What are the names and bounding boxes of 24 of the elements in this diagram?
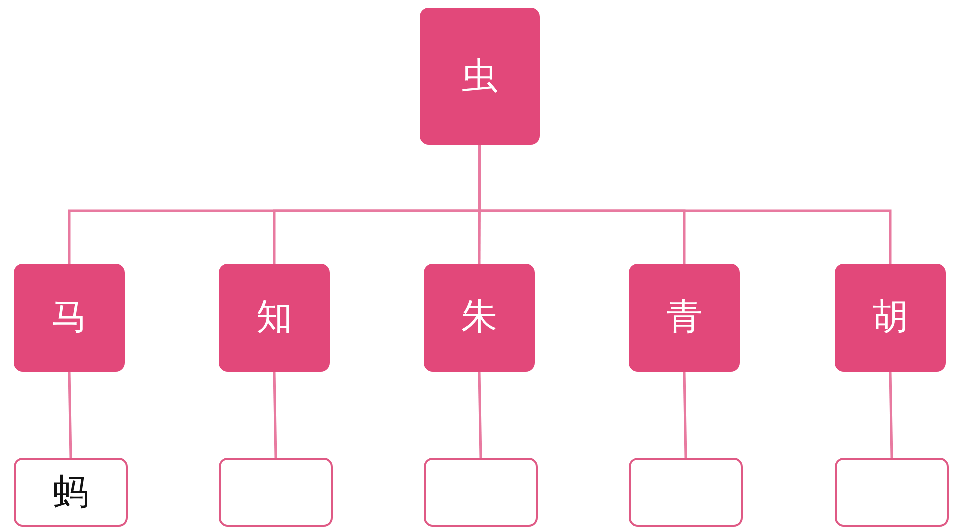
character-box bbox=[420, 8, 540, 145]
answer-box bbox=[835, 458, 949, 527]
connector-line bbox=[478, 145, 482, 264]
character-box bbox=[835, 264, 946, 372]
answer-box bbox=[14, 458, 128, 527]
character-text: 知 bbox=[256, 300, 292, 336]
character-text: 青 bbox=[666, 300, 702, 336]
connector-line bbox=[273, 372, 278, 458]
character-text: 蚂 bbox=[53, 474, 89, 510]
character-text: 胡 bbox=[872, 300, 908, 336]
connector-line bbox=[68, 372, 72, 458]
character-box bbox=[219, 264, 330, 372]
character-text: 虫 bbox=[462, 58, 498, 94]
character-box bbox=[14, 264, 125, 372]
character-text: 马 bbox=[52, 300, 88, 336]
answer-box bbox=[219, 458, 333, 527]
connector-line bbox=[889, 372, 894, 458]
character-box bbox=[424, 264, 535, 372]
answer-box bbox=[629, 458, 743, 527]
character-box bbox=[629, 264, 740, 372]
character-text: 朱 bbox=[462, 300, 498, 336]
connector-line bbox=[478, 372, 482, 458]
connector-line bbox=[683, 372, 688, 458]
answer-box bbox=[424, 458, 538, 527]
